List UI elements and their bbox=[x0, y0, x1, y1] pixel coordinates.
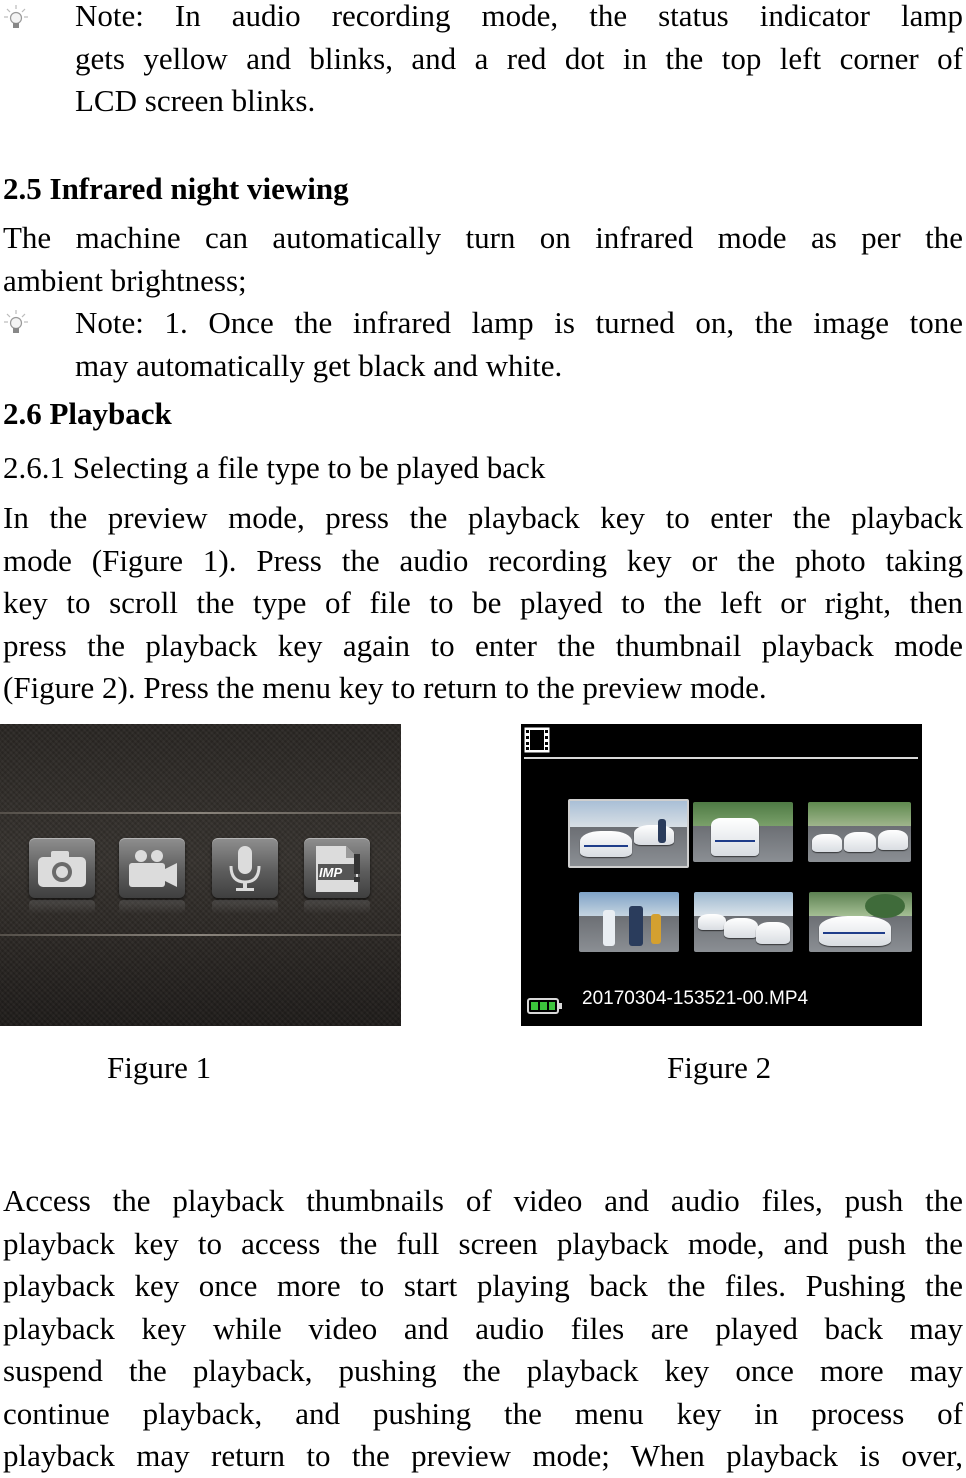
playback-line-2: mode (Figure 1). Press the audio recordi… bbox=[3, 542, 963, 578]
infrared-line-1: The machine can automatically turn on in… bbox=[3, 220, 963, 255]
camera-icon bbox=[29, 838, 95, 898]
battery-icon bbox=[527, 997, 563, 1020]
closing-line-1: Access the playback thumbnails of video … bbox=[3, 1183, 963, 1218]
video-camera-icon bbox=[119, 838, 185, 898]
imp-file-icon: IMP bbox=[304, 838, 370, 898]
closing-line-5: suspend the playback, pushing the playba… bbox=[3, 1353, 963, 1388]
figure-1-caption: Figure 1 bbox=[107, 1050, 212, 1085]
figure-2-thumbnail-view bbox=[521, 724, 922, 1026]
note-infrared: Note: 1. Once the infrared lamp is turne… bbox=[75, 302, 963, 387]
subheading-file-type: 2.6.1 Selecting a file type to be played… bbox=[3, 450, 546, 485]
film-icon bbox=[524, 727, 550, 758]
playback-line-1: In the preview mode, press the playback … bbox=[3, 500, 963, 535]
thumbnail-4[interactable] bbox=[579, 892, 679, 952]
closing-line-3: playback key once more to start playing … bbox=[3, 1268, 963, 1303]
paragraph-playback: In the preview mode, press the playback … bbox=[3, 497, 963, 710]
paragraph-playback-controls: Access the playback thumbnails of video … bbox=[3, 1180, 963, 1478]
thumbnail-6[interactable] bbox=[809, 892, 912, 952]
thumbnail-3[interactable] bbox=[808, 802, 911, 862]
playback-line-4: press the playback key again to enter th… bbox=[3, 627, 963, 663]
note1-line-3: LCD screen blinks. bbox=[75, 83, 316, 118]
closing-line-7: playback may return to the preview mode;… bbox=[3, 1438, 963, 1473]
lightbulb-icon bbox=[3, 4, 29, 32]
paragraph-infrared: The machine can automatically turn on in… bbox=[3, 217, 963, 302]
note-audio-recording: Note: In audio recording mode, the statu… bbox=[75, 0, 963, 123]
playback-line-5: (Figure 2). Press the menu key to return… bbox=[3, 670, 767, 705]
microphone-icon bbox=[212, 838, 278, 898]
infrared-line-2: ambient brightness; bbox=[3, 262, 247, 298]
section-heading-infrared: 2.5 Infrared night viewing bbox=[3, 171, 349, 206]
note2-line-1: Note: 1. Once the infrared lamp is turne… bbox=[75, 305, 963, 340]
figure-2-caption: Figure 2 bbox=[667, 1050, 772, 1085]
current-file-name: 20170304-153521-00.MP4 bbox=[582, 988, 809, 1009]
closing-line-2: playback key to access the full screen p… bbox=[3, 1225, 963, 1261]
playback-line-3: key to scroll the type of file to be pla… bbox=[3, 585, 963, 620]
note1-line-2: gets yellow and blinks, and a red dot in… bbox=[75, 40, 963, 76]
closing-line-6: continue playback, and pushing the menu … bbox=[3, 1395, 963, 1431]
thumbnail-5[interactable] bbox=[694, 892, 793, 952]
thumbnail-2[interactable] bbox=[693, 802, 793, 862]
lightbulb-icon bbox=[3, 309, 29, 337]
svg-text:IMP: IMP bbox=[319, 865, 342, 880]
closing-line-4: playback key while video and audio files… bbox=[3, 1310, 963, 1346]
thumbnail-1[interactable] bbox=[568, 799, 689, 868]
note1-line-1: Note: In audio recording mode, the statu… bbox=[75, 0, 963, 33]
note2-line-2: may automatically get black and white. bbox=[75, 347, 563, 383]
section-heading-playback: 2.6 Playback bbox=[3, 396, 172, 431]
header-divider bbox=[524, 757, 918, 759]
